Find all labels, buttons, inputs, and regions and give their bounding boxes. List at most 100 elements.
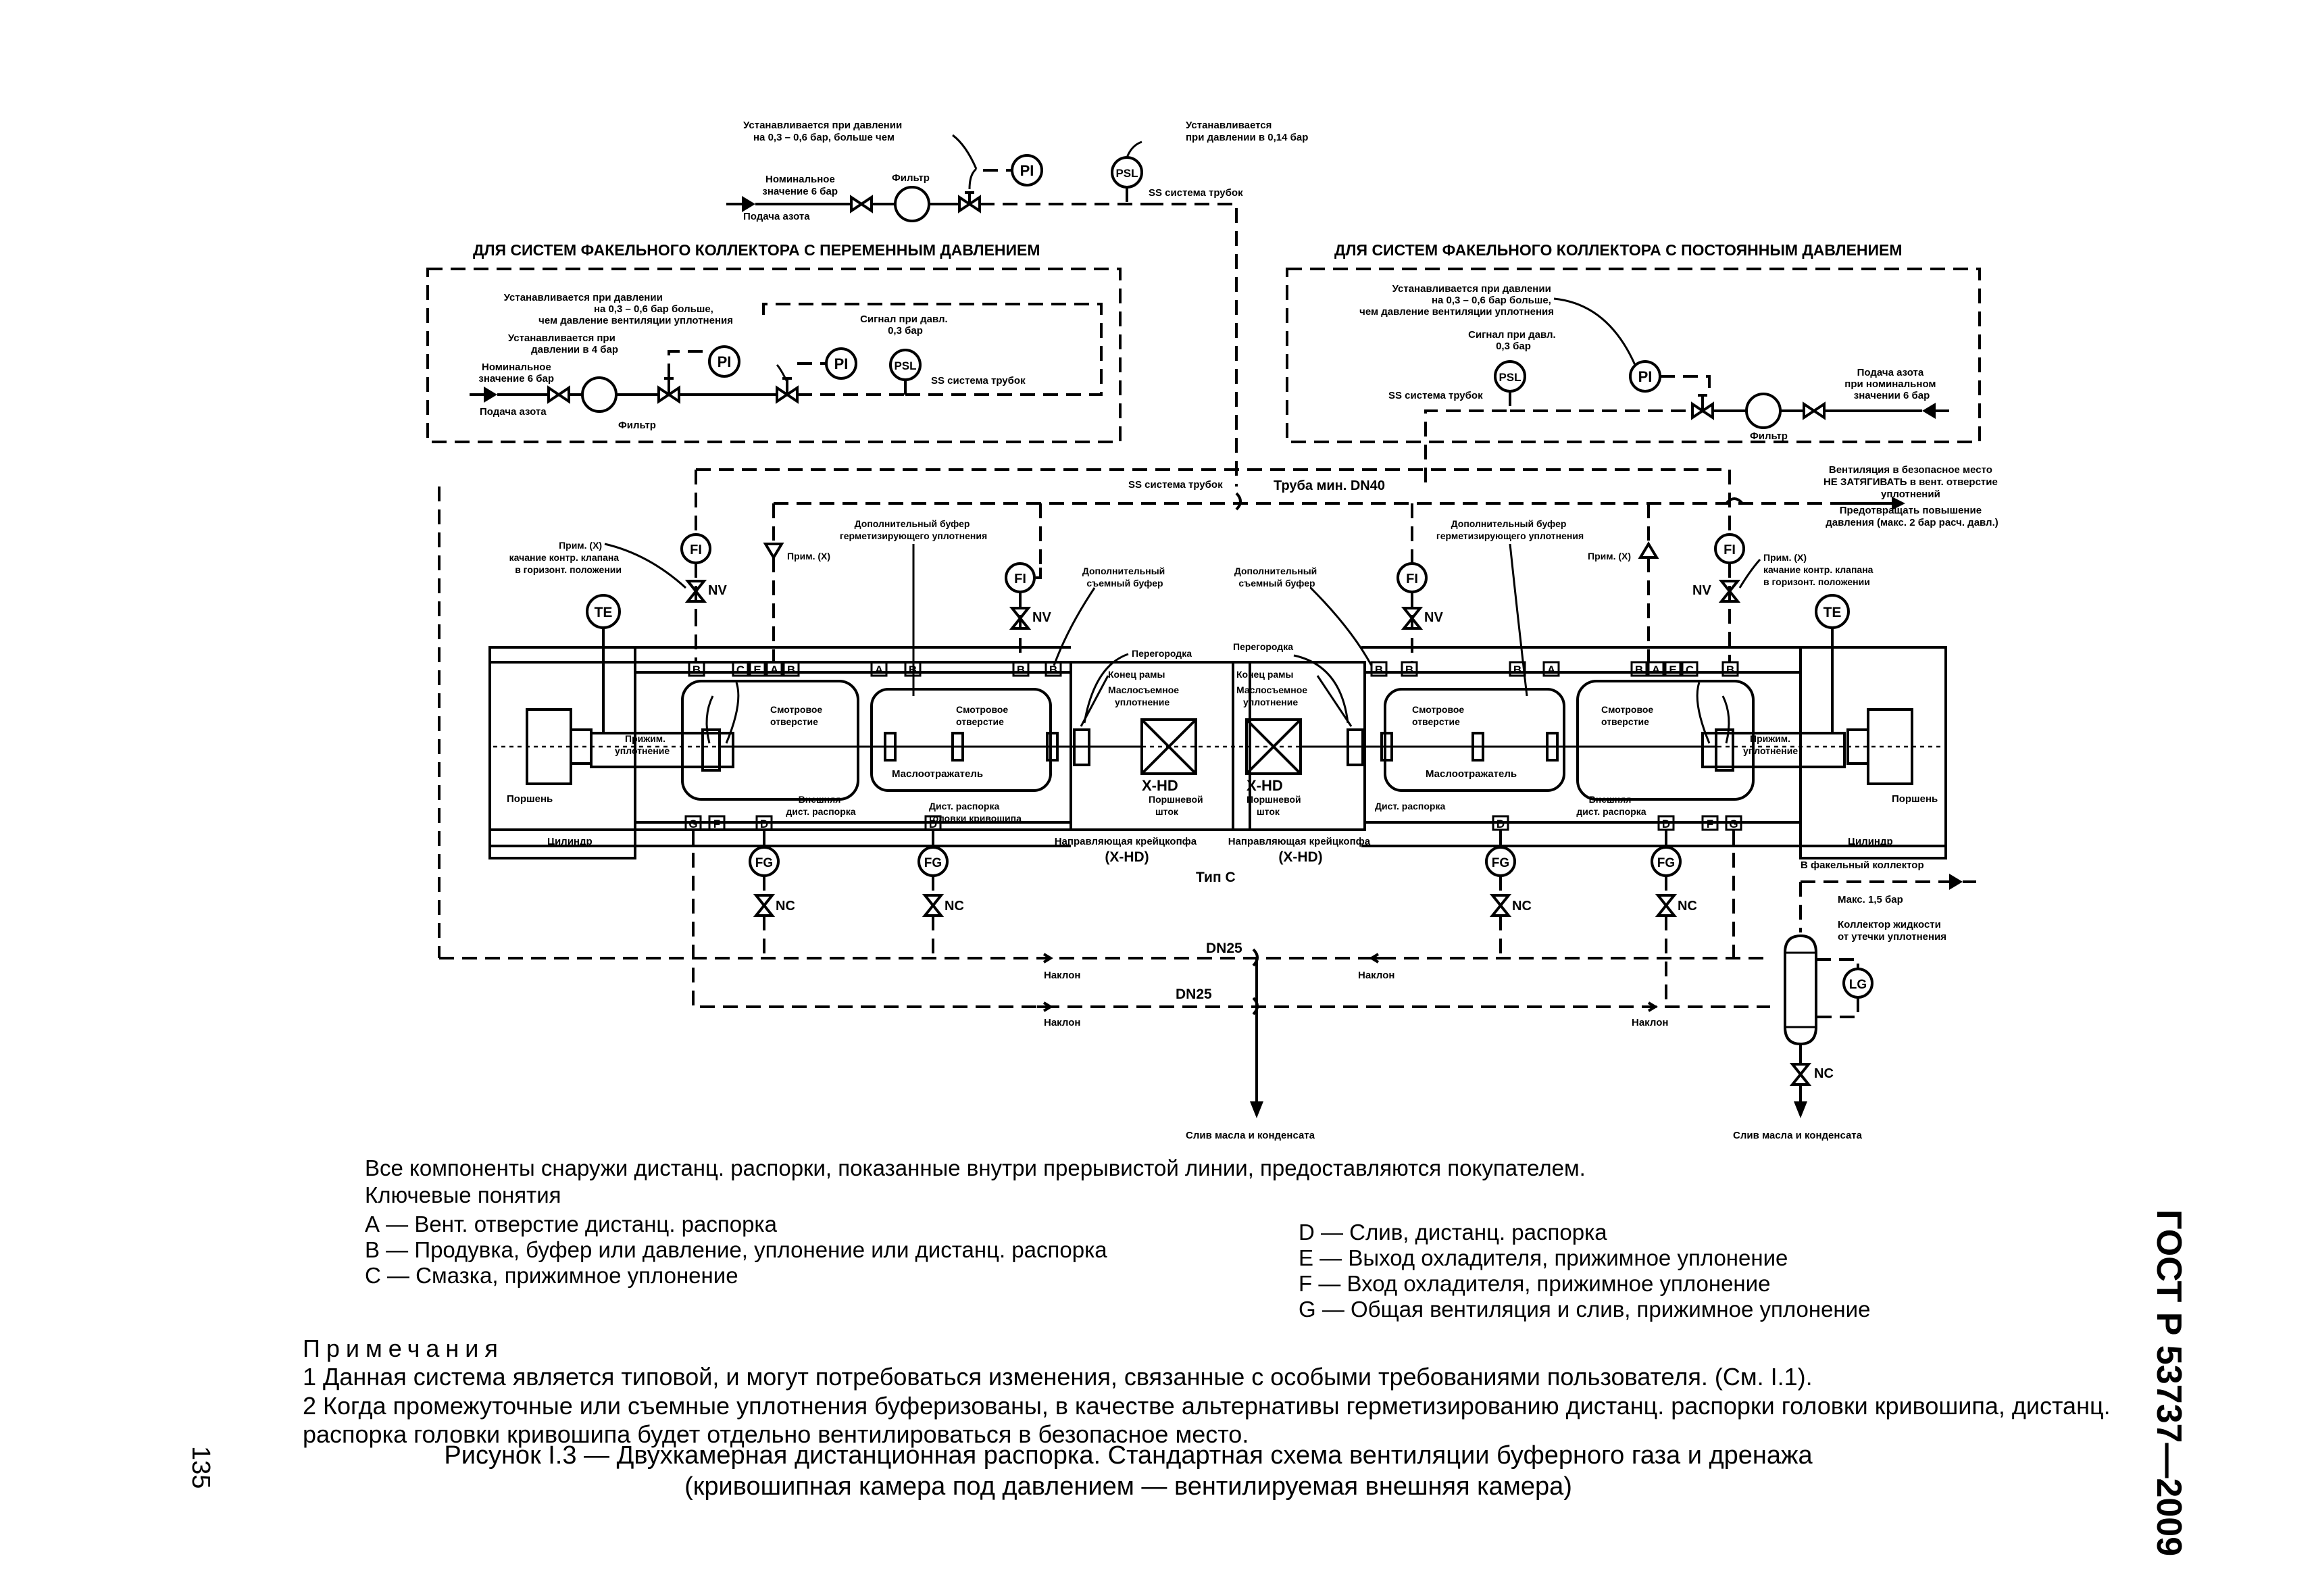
left-pi-1: [708, 345, 740, 378]
intro-text: Все компоненты снаружи дистанц. распорки…: [365, 1155, 1586, 1180]
extra-removable-left: Дополнительный съемный буфер: [1082, 566, 1167, 589]
key-right-list: D — Слив, дистанц. распорка Е — Выход ох…: [1299, 1220, 1870, 1322]
right-filter: Фильтр: [1750, 430, 1788, 442]
key-left-list: А — Вент. отверстие дистанц. распорка В …: [365, 1212, 1107, 1289]
fg-2-label: FG: [924, 856, 942, 870]
header-lines: SS система трубок Труба мин. DN40 Вентил…: [438, 464, 2001, 958]
caption-line-2: (кривошипная камера под давлением — вент…: [684, 1472, 1572, 1501]
top-ss-tubing: SS система трубок: [1149, 187, 1243, 199]
prim-x-left: Прим. (X): [787, 551, 830, 562]
port-C: C: [736, 664, 745, 676]
extra-buffer-right: Дополнительный буфер герметизирующего уп…: [1436, 518, 1584, 541]
cylinder-left-label: Цилиндр: [547, 836, 593, 847]
crosshead-guide-right-label: Направляющая крейцкопфа (X-HD): [1228, 836, 1374, 865]
port-E: E: [1669, 664, 1676, 676]
left-variable-pressure-box: ДЛЯ СИСТЕМ ФАКЕЛЬНОГО КОЛЛЕКТОРА С ПЕРЕМ…: [426, 241, 1122, 443]
port-B: B: [1375, 664, 1383, 676]
right-box-title: ДЛЯ СИСТЕМ ФАКЕЛЬНОГО КОЛЛЕКТОРА С ПОСТО…: [1334, 241, 1903, 259]
slope-4: Наклон: [1632, 1017, 1668, 1028]
dn25-upper: DN25: [1206, 941, 1242, 956]
port-D: D: [1496, 818, 1505, 830]
port-B: B: [1405, 664, 1413, 676]
crosshead-guide-left-label: Направляющая крейцкопфа (X-HD): [1055, 836, 1200, 865]
right-set-note: Устанавливается при давлении на 0,3 – 0,…: [1359, 283, 1554, 318]
nc-2: NC: [945, 899, 964, 914]
nv-right: NV: [1692, 583, 1711, 598]
left-ss-tubing: SS система трубок: [931, 375, 1026, 386]
piston-rod-right: Поршневой шток: [1247, 794, 1304, 817]
oil-deflector-right: Маслоотражатель: [1426, 768, 1517, 780]
page-number: 135: [186, 1446, 215, 1489]
left-nominal: Номинальное значение 6 бар: [478, 361, 554, 384]
key-item-g: G — Общая вентиляция и слив, прижимное у…: [1299, 1296, 1871, 1322]
to-flare: В факельный коллектор: [1801, 859, 1924, 871]
nv-left-2: NV: [1032, 610, 1051, 625]
left-set4: Устанавливается при давлении в 4 бар: [508, 332, 618, 355]
sight-left-inner: Смотровое отверстие: [956, 704, 1011, 727]
port-A: A: [1547, 664, 1555, 676]
left-filter: Фильтр: [618, 420, 656, 431]
nc-5: NC: [1814, 1066, 1834, 1081]
sight-left-outer: Смотровое отверстие: [770, 704, 825, 727]
note-2: 2 Когда промежуточные или съемные уплотн…: [303, 1391, 2111, 1449]
max15: Макс. 1,5 бар: [1838, 894, 1903, 905]
sight-right-inner: Смотровое отверстие: [1412, 704, 1467, 727]
port-B: B: [1049, 664, 1057, 676]
slope-2: Наклон: [1358, 970, 1394, 981]
leak-collector: Коллектор жидкости от утечки уплотнения: [1838, 919, 1946, 943]
extra-buffer-left: Дополнительный буфер герметизирующего уп…: [840, 518, 987, 541]
port-A: A: [770, 664, 778, 676]
piston-rod-left: Поршневой шток: [1149, 794, 1206, 817]
caption-line-1: Рисунок I.3 — Двухкамерная дистанционная…: [444, 1441, 1813, 1470]
key-item-a: А — Вент. отверстие дистанц. распорка: [365, 1212, 777, 1237]
cylinder-right: [1799, 646, 1947, 859]
port-D: D: [929, 818, 937, 830]
port-E: E: [753, 664, 761, 676]
port-B: B: [1726, 664, 1734, 676]
left-pi-1-label: PI: [718, 353, 732, 370]
sight-right-outer: Смотровое отверстие: [1601, 704, 1656, 727]
extra-removable-right: Дополнительный съемный буфер: [1234, 566, 1319, 589]
fg-1-label: FG: [755, 856, 773, 870]
vent-note: Вентиляция в безопасное место НЕ ЗАТЯГИВ…: [1823, 464, 2001, 528]
compressor-assembly: Поршень Цилиндр Поршень Цилиндр Прижим. …: [488, 641, 1947, 859]
crank-spacer-left: Дист. распорка головки кривошипа: [929, 801, 1022, 824]
nv-left: NV: [708, 583, 727, 598]
outer-spacer-right: Внешняя дист. распорка: [1576, 794, 1646, 817]
fg-4-label: FG: [1657, 856, 1675, 870]
prim-x-valve-left: Прим. (X) качание контр. клапана в гориз…: [509, 540, 622, 575]
right-ss-tubing: SS система трубок: [1388, 390, 1483, 401]
port-D: D: [1662, 818, 1670, 830]
port-B: B: [693, 664, 701, 676]
top-filter: Фильтр: [892, 172, 930, 184]
pipe-min-dn40: Труба мин. DN40: [1274, 478, 1385, 493]
left-box-title: ДЛЯ СИСТЕМ ФАКЕЛЬНОГО КОЛЛЕКТОРА С ПЕРЕМ…: [473, 241, 1040, 259]
prim-x-right: Прим. (X): [1588, 551, 1631, 562]
left-pi-2-label: PI: [834, 355, 849, 372]
port-G: G: [688, 818, 697, 830]
oil-seal-left: Маслосъемное уплотнение: [1108, 684, 1182, 707]
drain-system: Направляющая крейцкопфа (X-HD) Направляю…: [439, 830, 1976, 1141]
nc-4: NC: [1678, 899, 1697, 914]
ss-tubing-header: SS система трубок: [1128, 479, 1223, 491]
key-item-b: В — Продувка, буфер или давление, уплоне…: [365, 1237, 1107, 1262]
port-G: G: [1729, 818, 1738, 830]
piston-right: Поршень: [1892, 793, 1938, 805]
top-pi-note: Устанавливается при давлении на 0,3 – 0,…: [743, 120, 905, 143]
packing-right: Прижим. уплотнение: [1743, 733, 1798, 756]
left-signal: Сигнал при давл. 0,3 бар: [860, 314, 951, 336]
packing-left: Прижим. уплотнение: [615, 733, 670, 756]
port-B: B: [1513, 664, 1521, 676]
key-title: Ключевые понятия: [365, 1182, 561, 1207]
oil-seal-right: Маслосъемное уплотнение: [1236, 684, 1310, 707]
top-nominal: Номинальное значение 6 бар: [762, 174, 838, 197]
fi-left-2-label: FI: [1014, 572, 1026, 587]
upper-instruments: FI NV Прим. (X) качание контр. клапана в…: [509, 518, 1873, 733]
te-right-label: TE: [1823, 605, 1842, 620]
fi-left-label: FI: [690, 543, 702, 557]
frame-end-left: Конец рамы: [1108, 669, 1165, 680]
port-A: A: [875, 664, 883, 676]
partition-right: Перегородка: [1233, 641, 1293, 652]
right-signal: Сигнал при давл. 0,3 бар: [1468, 329, 1559, 352]
notes-title: Примечания: [303, 1335, 504, 1362]
